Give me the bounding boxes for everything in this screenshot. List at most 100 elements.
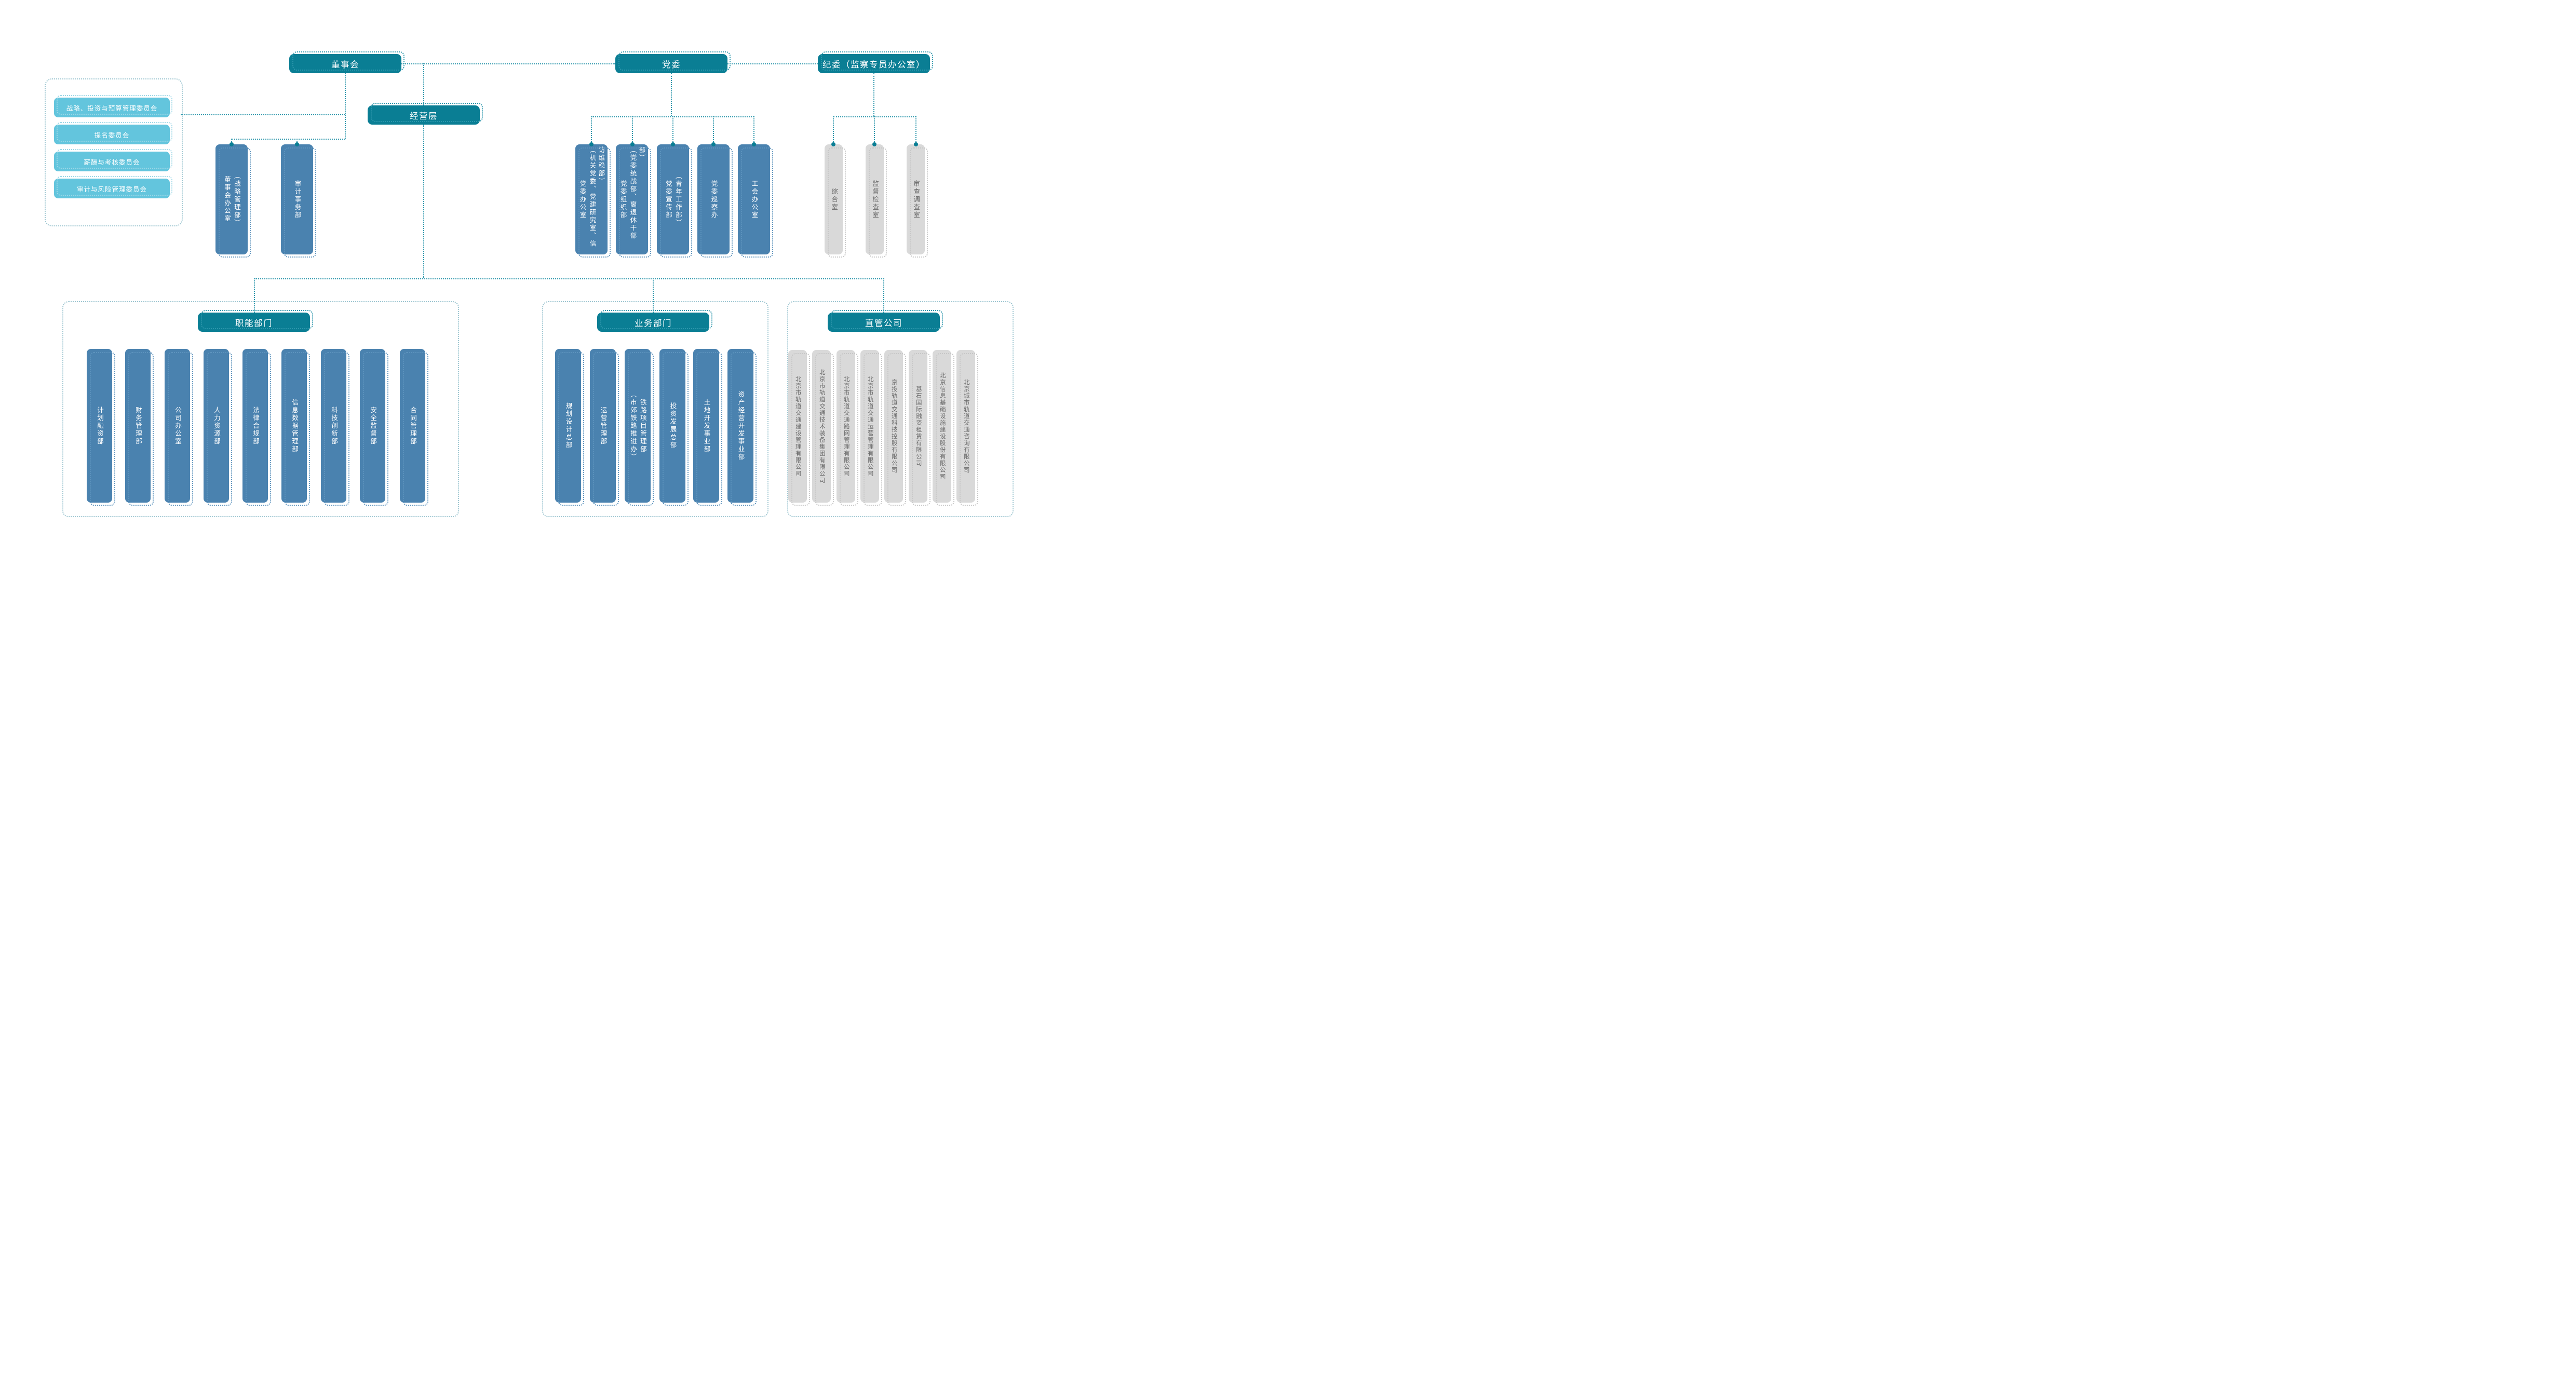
connector-line xyxy=(874,116,875,144)
functional-dept-box: 法律合规部 xyxy=(242,349,271,506)
connector-line xyxy=(254,278,884,279)
box-label: 信息数据管理部 xyxy=(290,398,298,453)
discipline-committee-header-label: 纪委（监察专员办公室） xyxy=(822,60,925,70)
connector-line xyxy=(713,116,714,144)
box-label: 审计事务部 xyxy=(293,180,301,219)
box-label: 安全监督部 xyxy=(369,406,376,446)
committee-label: 战略、投资与预算管理委员会 xyxy=(66,104,158,112)
functional-section-header: 职能部门 xyxy=(198,310,313,332)
company-box: 北京城市轨道交通咨询有限公司 xyxy=(956,350,978,506)
discipline-committee-header: 纪委（监察专员办公室） xyxy=(818,51,933,73)
box-sublabel: （机关党委、党建研究室、信访维稳部） xyxy=(588,146,605,248)
box-label: 党委巡察办 xyxy=(710,180,718,219)
party-committee-header: 党委 xyxy=(615,51,731,73)
org-chart: 董事会 党委 纪委（监察专员办公室） 经营层 战略、投资与预算管理委员会 提名委… xyxy=(0,0,1030,551)
business-dept-box: 规划设计总部 xyxy=(555,349,584,506)
box-label: 京投轨道交通科技控股有限公司 xyxy=(891,379,897,474)
box-sublabel: （党委统战部、离退休干部部） xyxy=(629,146,645,240)
functional-dept-box: 科技创新部 xyxy=(321,349,349,506)
party-office-box: 党委宣传部 （青年工作部） xyxy=(657,144,692,258)
box-label: 财务管理部 xyxy=(134,406,142,446)
business-dept-box: 运营管理部 xyxy=(590,349,619,506)
connector-line xyxy=(591,116,592,144)
node-dot-icon xyxy=(230,142,234,146)
business-dept-box: 铁路项目管理部 （市郊铁路推进办） xyxy=(625,349,654,506)
company-box: 北京市轨道交通技术装备集团有限公司 xyxy=(812,350,834,506)
box-label: 北京信息基础设施建设股份有限公司 xyxy=(939,372,946,480)
box-label: 党委组织部 xyxy=(619,180,627,219)
functional-dept-box: 信息数据管理部 xyxy=(281,349,310,506)
node-dot-icon xyxy=(914,142,918,146)
box-label: 北京市轨道交通建设管理有限公司 xyxy=(794,375,801,477)
node-dot-icon xyxy=(295,142,299,146)
box-label: 审查调查室 xyxy=(912,180,920,219)
management-header: 经营层 xyxy=(368,103,483,125)
party-office-box: 党委组织部 （党委统战部、离退休干部部） xyxy=(616,144,651,258)
connector-line xyxy=(671,73,672,116)
connector-line xyxy=(915,116,916,144)
box-label: 监督检查室 xyxy=(871,180,879,219)
box-sublabel: （战略管理部） xyxy=(233,172,240,227)
companies-section-header: 直管公司 xyxy=(828,310,943,332)
node-dot-icon xyxy=(589,142,594,146)
connector-line xyxy=(883,278,884,313)
functional-dept-box: 计划融资部 xyxy=(87,349,115,506)
committee-label: 薪酬与考核委员会 xyxy=(84,158,140,166)
box-label: 党委宣传部 xyxy=(665,180,672,219)
section-business xyxy=(542,301,768,517)
board-header-label: 董事会 xyxy=(331,60,359,70)
node-dot-icon xyxy=(872,142,876,146)
discipline-office-box: 监督检查室 xyxy=(866,144,887,258)
box-label: 计划融资部 xyxy=(96,406,103,446)
committee-label: 审计与风险管理委员会 xyxy=(76,185,147,193)
management-header-label: 经营层 xyxy=(410,111,438,121)
box-label: 公司办公室 xyxy=(173,406,181,446)
connector-line xyxy=(423,63,424,105)
box-label: 法律合规部 xyxy=(251,406,259,446)
party-office-box: 党委巡察办 xyxy=(697,144,733,258)
board-office-box: 审计事务部 xyxy=(281,144,316,258)
connector-line xyxy=(232,139,345,140)
connector-line xyxy=(727,63,818,64)
functional-dept-box: 安全监督部 xyxy=(360,349,388,506)
section-companies xyxy=(787,301,1014,517)
committee-pill: 提名委员会 xyxy=(54,122,172,144)
company-box: 北京信息基础设施建设股份有限公司 xyxy=(933,350,954,506)
box-label: 合同管理部 xyxy=(409,406,416,446)
box-label: 土地开发事业部 xyxy=(703,398,710,453)
box-label: 人力资源部 xyxy=(212,406,220,446)
connector-line xyxy=(296,139,298,144)
connector-line xyxy=(672,116,673,144)
connector-line xyxy=(254,278,255,313)
functional-dept-box: 人力资源部 xyxy=(204,349,232,506)
box-sublabel: （市郊铁路推进办） xyxy=(629,390,637,461)
functional-section-label: 职能部门 xyxy=(235,318,273,328)
box-label: 北京市轨道交通技术装备集团有限公司 xyxy=(818,369,825,484)
connector-line xyxy=(873,73,874,116)
connector-line xyxy=(231,139,232,144)
party-office-box: 党委办公室 （机关党委、党建研究室、信访维稳部） xyxy=(575,144,611,258)
connector-line xyxy=(181,114,345,115)
box-label: 铁路项目管理部 xyxy=(639,398,646,453)
party-committee-header-label: 党委 xyxy=(662,60,681,70)
party-office-box: 工会办公室 xyxy=(738,144,773,258)
committee-pill: 战略、投资与预算管理委员会 xyxy=(54,95,172,117)
discipline-office-box: 综合室 xyxy=(825,144,846,258)
section-functional xyxy=(62,301,459,517)
company-box: 北京市轨道交通路网管理有限公司 xyxy=(837,350,858,506)
business-section-header: 业务部门 xyxy=(597,310,712,332)
connector-line xyxy=(423,125,424,278)
box-label: 资产经营开发事业部 xyxy=(737,390,745,461)
connector-line xyxy=(632,116,633,144)
business-dept-box: 资产经营开发事业部 xyxy=(727,349,757,506)
box-label: 运营管理部 xyxy=(599,406,607,446)
box-label: 投资发展总部 xyxy=(669,402,677,449)
functional-dept-box: 公司办公室 xyxy=(165,349,193,506)
box-label: 工会办公室 xyxy=(750,180,758,219)
board-office-box: 董事会办公室 （战略管理部） xyxy=(215,144,251,258)
box-label: 北京市轨道交通路网管理有限公司 xyxy=(843,375,849,477)
committee-label: 提名委员会 xyxy=(94,131,130,139)
box-label: 科技创新部 xyxy=(330,406,338,446)
functional-dept-box: 合同管理部 xyxy=(400,349,428,506)
committee-pill: 薪酬与考核委员会 xyxy=(54,149,172,171)
